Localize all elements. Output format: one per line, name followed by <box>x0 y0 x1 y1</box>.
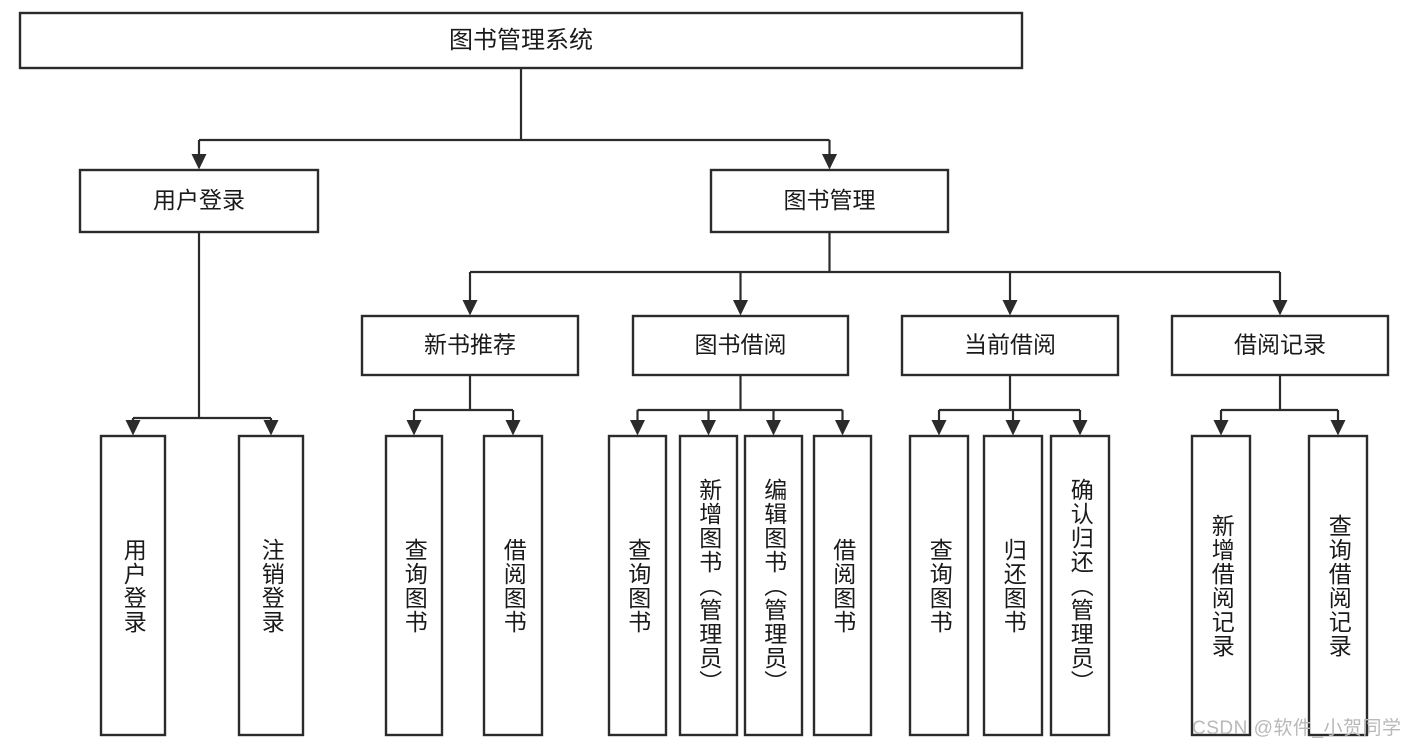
arrow-head-icon <box>1213 420 1229 436</box>
arrow-head-icon <box>1005 420 1021 436</box>
node-box[interactable] <box>607 434 668 737</box>
node-box[interactable] <box>631 314 850 377</box>
node-leaf-edit-book-admin[interactable] <box>743 434 804 737</box>
node-box[interactable] <box>384 434 444 737</box>
arrow-head-icon <box>630 420 645 436</box>
arrow-head-icon <box>766 420 781 436</box>
node-box[interactable] <box>360 314 580 377</box>
node-box[interactable] <box>1307 434 1369 737</box>
node-leaf-confirm-return-admin[interactable] <box>1049 434 1111 737</box>
node-leaf-query-book-1[interactable] <box>384 434 444 737</box>
node-leaf-query-book-2[interactable] <box>607 434 668 737</box>
arrow-head-icon <box>1272 300 1288 316</box>
arrow-head-icon <box>1330 420 1346 436</box>
node-leaf-borrow-book-1[interactable] <box>482 434 544 737</box>
node-box[interactable] <box>99 434 167 737</box>
node-box[interactable] <box>908 434 970 737</box>
arrow-head-icon <box>462 300 478 316</box>
arrow-head-icon <box>835 420 850 436</box>
node-label: 图书管理 <box>784 187 876 213</box>
arrow-head-icon <box>701 420 716 436</box>
arrow-head-icon <box>733 300 748 316</box>
node-box[interactable] <box>482 434 544 737</box>
arrow-head-icon <box>1072 420 1088 436</box>
node-box[interactable] <box>18 11 1024 70</box>
arrow-head-icon <box>1002 300 1018 316</box>
node-box[interactable] <box>982 434 1044 737</box>
node-box[interactable] <box>812 434 873 737</box>
node-box[interactable] <box>237 434 305 737</box>
node-l3-current-borrow[interactable]: 当前借阅 <box>900 314 1120 377</box>
node-box[interactable] <box>709 168 950 234</box>
node-label: 图书管理系统 <box>449 27 593 54</box>
node-l3-new-book-rec[interactable]: 新书推荐 <box>360 314 580 377</box>
node-leaf-return-book[interactable] <box>982 434 1044 737</box>
node-label: 新书推荐 <box>424 332 516 358</box>
csdn-watermark: CSDN @软件_小贺同学 <box>1192 718 1402 739</box>
node-box[interactable] <box>678 434 739 737</box>
node-root[interactable]: 图书管理系统 <box>18 11 1024 70</box>
arrow-head-icon <box>931 420 947 436</box>
node-leaf-user-login[interactable] <box>99 434 167 737</box>
node-leaf-add-record[interactable] <box>1190 434 1252 737</box>
node-leaf-logout[interactable] <box>237 434 305 737</box>
arrow-head-icon <box>263 420 279 436</box>
arrow-head-icon <box>191 154 207 170</box>
arrow-head-icon <box>406 420 422 436</box>
node-l3-borrow-record[interactable]: 借阅记录 <box>1170 314 1390 377</box>
node-box[interactable] <box>1049 434 1111 737</box>
edges-layer <box>125 68 1346 436</box>
node-l2-user-login[interactable]: 用户登录 <box>78 168 320 234</box>
node-label: 借阅记录 <box>1234 332 1326 358</box>
node-box[interactable] <box>78 168 320 234</box>
node-box[interactable] <box>1190 434 1252 737</box>
node-leaf-add-book-admin[interactable] <box>678 434 739 737</box>
node-leaf-query-record[interactable] <box>1307 434 1369 737</box>
arrow-head-icon <box>125 420 141 436</box>
node-leaf-query-book-3[interactable] <box>908 434 970 737</box>
node-l3-book-borrow[interactable]: 图书借阅 <box>631 314 850 377</box>
arrow-head-icon <box>822 154 837 170</box>
node-leaf-borrow-book-2[interactable] <box>812 434 873 737</box>
node-label: 图书借阅 <box>695 332 787 358</box>
node-box[interactable] <box>743 434 804 737</box>
node-l2-book-mgmt[interactable]: 图书管理 <box>709 168 950 234</box>
node-label: 当前借阅 <box>964 332 1056 358</box>
node-box[interactable] <box>900 314 1120 377</box>
node-label: 用户登录 <box>153 187 245 213</box>
node-box[interactable] <box>1170 314 1390 377</box>
arrow-head-icon <box>505 420 521 436</box>
